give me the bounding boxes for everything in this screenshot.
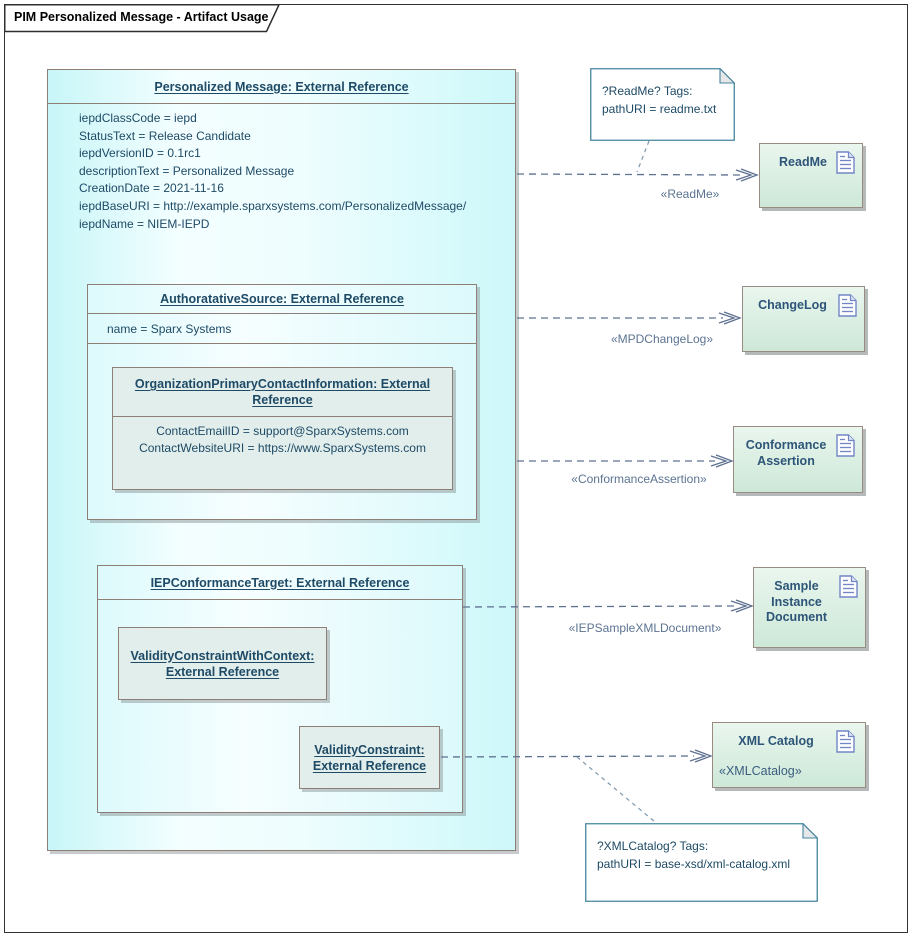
attribute-line: ContactEmailID = support@SparxSystems.co… (156, 424, 409, 438)
class-authoratative-source-title: AuthoratativeSource: External Reference (160, 292, 404, 306)
note-shape (585, 823, 818, 902)
artifact-document-icon (839, 575, 858, 598)
diagram-tab[interactable]: PIM Personalized Message - Artifact Usag… (14, 10, 269, 24)
note-xml-catalog[interactable]: ?XMLCatalog? Tags: pathURI = base-xsd/xm… (585, 823, 818, 902)
artifact-document-icon (836, 730, 855, 753)
class-organization-contact[interactable]: OrganizationPrimaryContactInformation: E… (112, 367, 453, 490)
artifact-xml-catalog-stereotype: «XMLCatalog» (719, 764, 802, 778)
attribute-line: iepdBaseURI = http://example.sparxsystem… (79, 198, 467, 213)
artifact-changelog-label: ChangeLog (758, 298, 827, 312)
artifact-document-icon (836, 434, 855, 457)
attribute-line: descriptionText = Personalized Message (79, 163, 295, 178)
class-personalized-message-title: Personalized Message: External Reference (154, 79, 409, 94)
attribute-line: StatusText = Release Candidate (79, 128, 251, 143)
class-iep-conformance-target-title: IEPConformanceTarget: External Reference (150, 575, 410, 590)
note-readme-line2: pathURI = readme.txt (602, 102, 717, 116)
class-validity-constraint[interactable]: ValidityConstraint: External Reference (299, 726, 440, 789)
attribute-line: iepdClassCode = iepd (79, 111, 197, 125)
class-personalized-message-attributes: iepdClassCode = iepd StatusText = Releas… (48, 104, 515, 233)
artifact-xml-catalog-label: XML Catalog (738, 734, 814, 748)
artifact-document-icon (836, 151, 855, 174)
artifact-conformance-assertion-label: Conformance Assertion (745, 438, 827, 468)
attribute-line: name = Sparx Systems (107, 321, 232, 336)
artifact-document-icon (838, 294, 857, 317)
artifact-readme[interactable]: ReadMe (759, 143, 863, 208)
connector-label-sample-instance-document: «IEPSampleXMLDocument» (568, 621, 722, 635)
attribute-line: ContactWebsiteURI = https://www.SparxSys… (139, 440, 426, 455)
attribute-line: CreationDate = 2021-11-16 (79, 181, 224, 196)
note-xml-catalog-line1: ?XMLCatalog? Tags: (597, 839, 709, 853)
note-readme[interactable]: ?ReadMe? Tags: pathURI = readme.txt (590, 68, 735, 141)
artifact-sample-instance-document-label: Sample Instance Document (765, 579, 828, 624)
note-shape (590, 68, 735, 141)
class-organization-contact-title: OrganizationPrimaryContactInformation: E… (134, 377, 431, 407)
artifact-sample-instance-document[interactable]: Sample Instance Document (753, 567, 866, 648)
attribute-line: iepdName = NIEM-IEPD (79, 216, 210, 231)
connector-label-readme: «ReadMe» (660, 187, 720, 201)
artifact-xml-catalog[interactable]: XML Catalog «XMLCatalog» (712, 722, 866, 788)
class-validity-constraint-with-context-title: ValidityConstraintWithContext: External … (130, 648, 315, 679)
note-readme-line1: ?ReadMe? Tags: (602, 84, 693, 98)
connector-label-conformance-assertion: «ConformanceAssertion» (571, 472, 707, 486)
artifact-changelog[interactable]: ChangeLog (742, 286, 865, 352)
connector-label-changelog: «MPDChangeLog» (610, 332, 714, 346)
class-validity-constraint-title: ValidityConstraint: External Reference (312, 742, 427, 773)
class-validity-constraint-with-context[interactable]: ValidityConstraintWithContext: External … (118, 627, 327, 700)
note-xml-catalog-line2: pathURI = base-xsd/xml-catalog.xml (597, 857, 791, 871)
artifact-readme-label: ReadMe (779, 155, 827, 169)
artifact-conformance-assertion[interactable]: Conformance Assertion (733, 426, 863, 493)
attribute-line: iepdVersionID = 0.1rc1 (79, 146, 201, 161)
